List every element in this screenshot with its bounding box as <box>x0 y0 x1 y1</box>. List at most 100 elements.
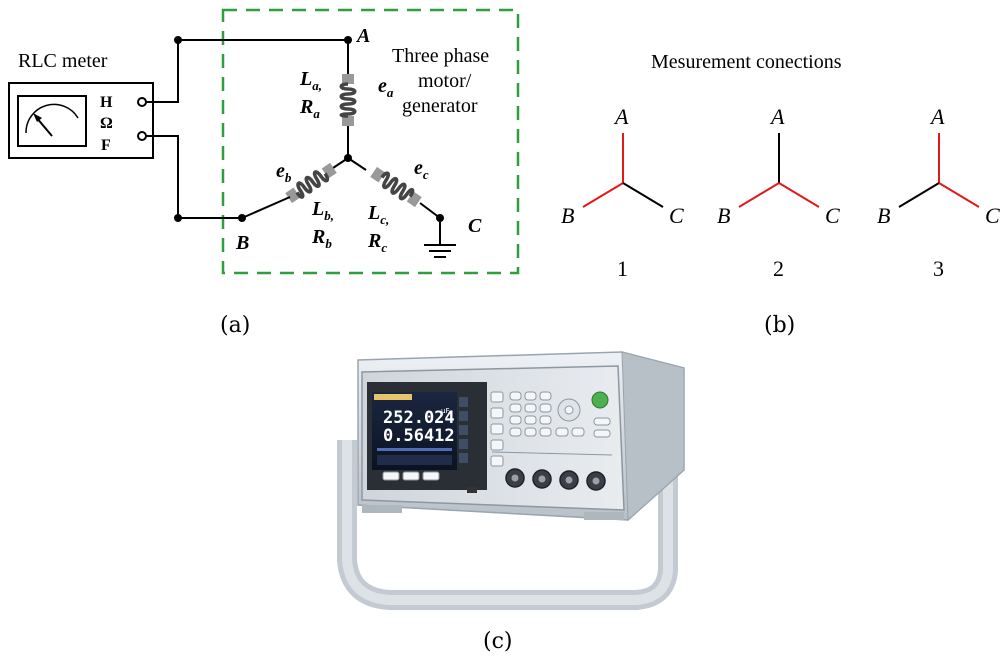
power-button <box>591 391 609 409</box>
caption-c: (c) <box>483 629 513 654</box>
terminal-h <box>137 97 147 107</box>
config-3-label-c: C <box>985 203 1000 228</box>
motor-label-line1: Three phase <box>392 45 489 67</box>
rc-sub: c <box>381 240 387 255</box>
rb-symbol: R <box>311 226 325 248</box>
ec-sub: c <box>423 167 429 182</box>
terminal-panel-divider <box>491 451 613 456</box>
svg-text:Rc: Rc <box>367 230 387 255</box>
instrument-side <box>621 351 685 522</box>
lb-sub: b, <box>324 208 334 223</box>
ra-symbol: R <box>299 96 313 118</box>
panel-c: 252.024 µF 0.56412 <box>337 351 685 654</box>
terminal-f <box>137 131 147 141</box>
measurement-configs: A B C 1 A B C 2 A B C 3 <box>561 104 1000 281</box>
node-c-label: C <box>468 215 482 237</box>
ra-sub: a <box>313 106 320 121</box>
svg-text:Rb: Rb <box>311 226 332 251</box>
terminal-omega-label: Ω <box>100 115 113 132</box>
wire-f-to-b <box>146 135 242 219</box>
lb-symbol: L <box>311 198 324 220</box>
inductor-c-labels: ec Lc, Rc <box>367 157 429 255</box>
wire-b-end <box>241 196 291 219</box>
svg-text:ec: ec <box>414 157 429 182</box>
config-1: A B C 1 <box>561 104 684 281</box>
config-3: A B C 3 <box>877 104 1000 281</box>
screen-header-tag <box>374 394 412 400</box>
front-foot-right <box>584 512 624 520</box>
meter-scale-arc <box>25 103 79 134</box>
terminal-f-label: F <box>101 137 111 154</box>
config-3-arm-b <box>898 182 940 208</box>
config-2-label-c: C <box>825 203 840 228</box>
config-3-arm-c <box>938 182 980 208</box>
carry-handle-highlight <box>342 440 673 605</box>
node-a-label: A <box>355 25 370 47</box>
config-1-label-a: A <box>613 104 629 129</box>
lc-symbol: L <box>367 202 380 224</box>
config-3-label-b: B <box>877 203 890 228</box>
rc-symbol: R <box>367 230 381 252</box>
wire-center-c <box>347 157 367 171</box>
screen-softkeys <box>459 397 468 463</box>
config-2-arm-b <box>738 182 780 208</box>
svg-text:eb: eb <box>276 160 292 185</box>
la-symbol: L <box>299 68 312 90</box>
inductor-b-labels: eb Lb, Rb <box>276 160 334 251</box>
display-value-2: 0.56412 <box>383 426 455 446</box>
config-3-number: 3 <box>933 256 944 281</box>
junction-top-left <box>174 36 182 44</box>
panel-b-title: Mesurement conections <box>651 51 842 73</box>
svg-text:La,: La, <box>299 68 322 93</box>
front-foot-left <box>362 505 402 513</box>
wire-h-to-a <box>146 39 348 103</box>
svg-text:Ra: Ra <box>299 96 320 121</box>
inductor-c <box>370 166 422 208</box>
config-1-number: 1 <box>617 256 628 281</box>
config-2: A B C 2 <box>717 104 840 281</box>
node-b-dot <box>238 214 246 222</box>
config-1-label-c: C <box>669 203 684 228</box>
motor-boundary-box <box>221 8 520 275</box>
config-2-number: 2 <box>773 256 784 281</box>
bnc-terminals <box>505 468 606 491</box>
meter-label: RLC meter <box>18 50 108 72</box>
svg-text:Lc,: Lc, <box>367 202 389 227</box>
node-b-label: B <box>235 232 249 254</box>
ea-sub: a <box>387 85 394 100</box>
navigation-dial-center <box>564 405 574 415</box>
config-1-label-b: B <box>561 203 574 228</box>
meter-needle-head <box>33 113 42 122</box>
caption-a: (a) <box>220 313 250 338</box>
config-1-arm-b <box>582 182 624 208</box>
caption-b: (b) <box>764 313 795 338</box>
config-3-label-a: A <box>929 104 945 129</box>
display-value-1: 252.024 <box>383 408 455 428</box>
panel-a: RLC meter H Ω F <box>8 8 520 338</box>
usb-port <box>467 487 477 493</box>
inductor-a-labels: La, Ra ea <box>299 68 394 121</box>
inductor-a <box>339 74 357 126</box>
motor-label-line3: generator <box>402 95 478 117</box>
svg-text:Lb,: Lb, <box>311 198 334 223</box>
inductor-b <box>285 162 337 204</box>
config-1-arm-c <box>622 182 664 208</box>
display-status-line <box>377 448 452 451</box>
ea-symbol: e <box>378 75 387 97</box>
la-sub: a, <box>312 78 322 93</box>
rb-sub: b <box>325 236 332 251</box>
eb-symbol: e <box>276 160 285 182</box>
terminal-h-label: H <box>100 94 113 111</box>
config-2-arm-c <box>778 182 820 208</box>
display-info-area <box>377 455 452 465</box>
config-2-label-b: B <box>717 203 730 228</box>
function-key-1 <box>593 417 611 426</box>
svg-text:ea: ea <box>378 75 394 100</box>
ground-icon <box>424 244 456 258</box>
motor-label-line2: motor/ <box>418 70 472 92</box>
junction-bottom-left <box>174 214 182 222</box>
config-2-label-a: A <box>769 104 785 129</box>
eb-sub: b <box>285 170 292 185</box>
